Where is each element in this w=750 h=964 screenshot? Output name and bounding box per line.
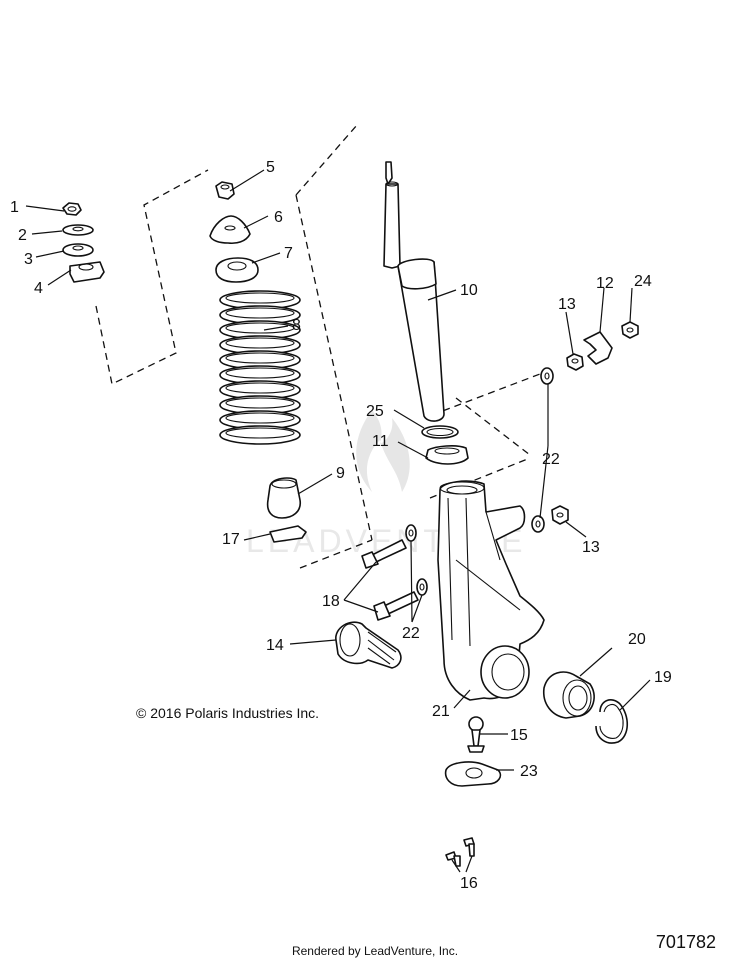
part-15-ball-joint <box>467 716 485 753</box>
callout-12: 12 <box>596 275 614 292</box>
callout-1: 1 <box>10 199 19 216</box>
part-12-clip <box>583 331 613 365</box>
callout-17: 17 <box>222 531 240 548</box>
spring-coil-inner <box>225 382 295 394</box>
part-2-washer <box>62 224 94 236</box>
callout-18: 18 <box>322 593 340 610</box>
callout-10: 10 <box>460 282 478 299</box>
part-1-nut <box>62 202 82 216</box>
part-13-nut-upper <box>566 353 584 371</box>
part-13-nut-lower <box>551 505 569 525</box>
assembly-dash-right <box>295 124 541 569</box>
part-18-bolt-lower <box>373 591 419 621</box>
callout-23: 23 <box>520 763 538 780</box>
part-25-o-ring <box>421 425 459 439</box>
callout-8: 8 <box>292 317 301 334</box>
part-20-bearing <box>542 671 595 719</box>
callout-22-right: 22 <box>542 451 560 468</box>
part-22-washer-mid <box>531 515 545 533</box>
callout-2: 2 <box>18 227 27 244</box>
callout-19: 19 <box>654 669 672 686</box>
callout-13-upper: 13 <box>558 296 576 313</box>
callout-15: 15 <box>510 727 528 744</box>
callout-6: 6 <box>274 209 283 226</box>
spring-coil-inner <box>225 322 295 334</box>
part-22-washer-upper <box>405 524 417 542</box>
spring-coil-inner <box>225 352 295 364</box>
part-6-dome-washer <box>209 215 251 245</box>
part-5-nut <box>215 181 235 200</box>
part-11-seat <box>425 445 469 465</box>
callout-9: 9 <box>336 465 345 482</box>
callout-21: 21 <box>432 703 450 720</box>
part-16-bolts <box>445 837 475 867</box>
spring-coil-inner <box>225 397 295 409</box>
spring-coil-inner <box>225 337 295 349</box>
part-9-bump-stop <box>266 477 302 519</box>
drawing-number: 701782 <box>655 932 716 952</box>
callout-24: 24 <box>634 273 652 290</box>
callout-4: 4 <box>34 280 43 297</box>
callout-22-left: 22 <box>402 625 420 642</box>
spring-coil-inner <box>225 367 295 379</box>
spring-coil-inner <box>225 292 295 304</box>
rendered-by-credit: Rendered by LeadVenture, Inc. <box>291 944 459 958</box>
part-10-shock-absorber <box>383 161 445 422</box>
callout-20: 20 <box>628 631 646 648</box>
part-8-coil-spring <box>219 290 301 445</box>
part-14-hub-axle <box>335 621 402 669</box>
part-7-retainer <box>215 257 259 283</box>
spring-coil-inner <box>225 427 295 439</box>
callout-labels: 1 2 3 4 5 6 7 8 9 10 11 12 13 13 14 15 1… <box>10 159 672 892</box>
callout-3: 3 <box>24 251 33 268</box>
part-19-retaining-ring <box>595 699 629 744</box>
leader-lines <box>25 169 651 873</box>
callout-25: 25 <box>366 403 384 420</box>
spring-coil-inner <box>225 307 295 319</box>
part-4-bushing <box>69 261 105 283</box>
callout-16: 16 <box>460 875 478 892</box>
part-22-washer-lower <box>416 578 428 596</box>
callout-5: 5 <box>266 159 275 176</box>
part-22-washer-top <box>540 367 554 385</box>
part-21-knuckle <box>437 480 545 701</box>
callout-11: 11 <box>372 433 389 450</box>
part-24-nut <box>621 321 639 339</box>
part-17-washer <box>269 525 307 543</box>
part-3-washer <box>62 243 94 257</box>
callout-13-lower: 13 <box>582 539 600 556</box>
spring-coil <box>219 425 301 445</box>
callout-7: 7 <box>284 245 293 262</box>
assembly-dash-left <box>95 169 209 385</box>
copyright-notice: © 2016 Polaris Industries Inc. <box>136 705 320 721</box>
part-23-plate <box>444 761 502 787</box>
callout-14: 14 <box>266 637 284 654</box>
spring-coil-inner <box>225 412 295 424</box>
part-18-bolt-upper <box>361 539 407 569</box>
